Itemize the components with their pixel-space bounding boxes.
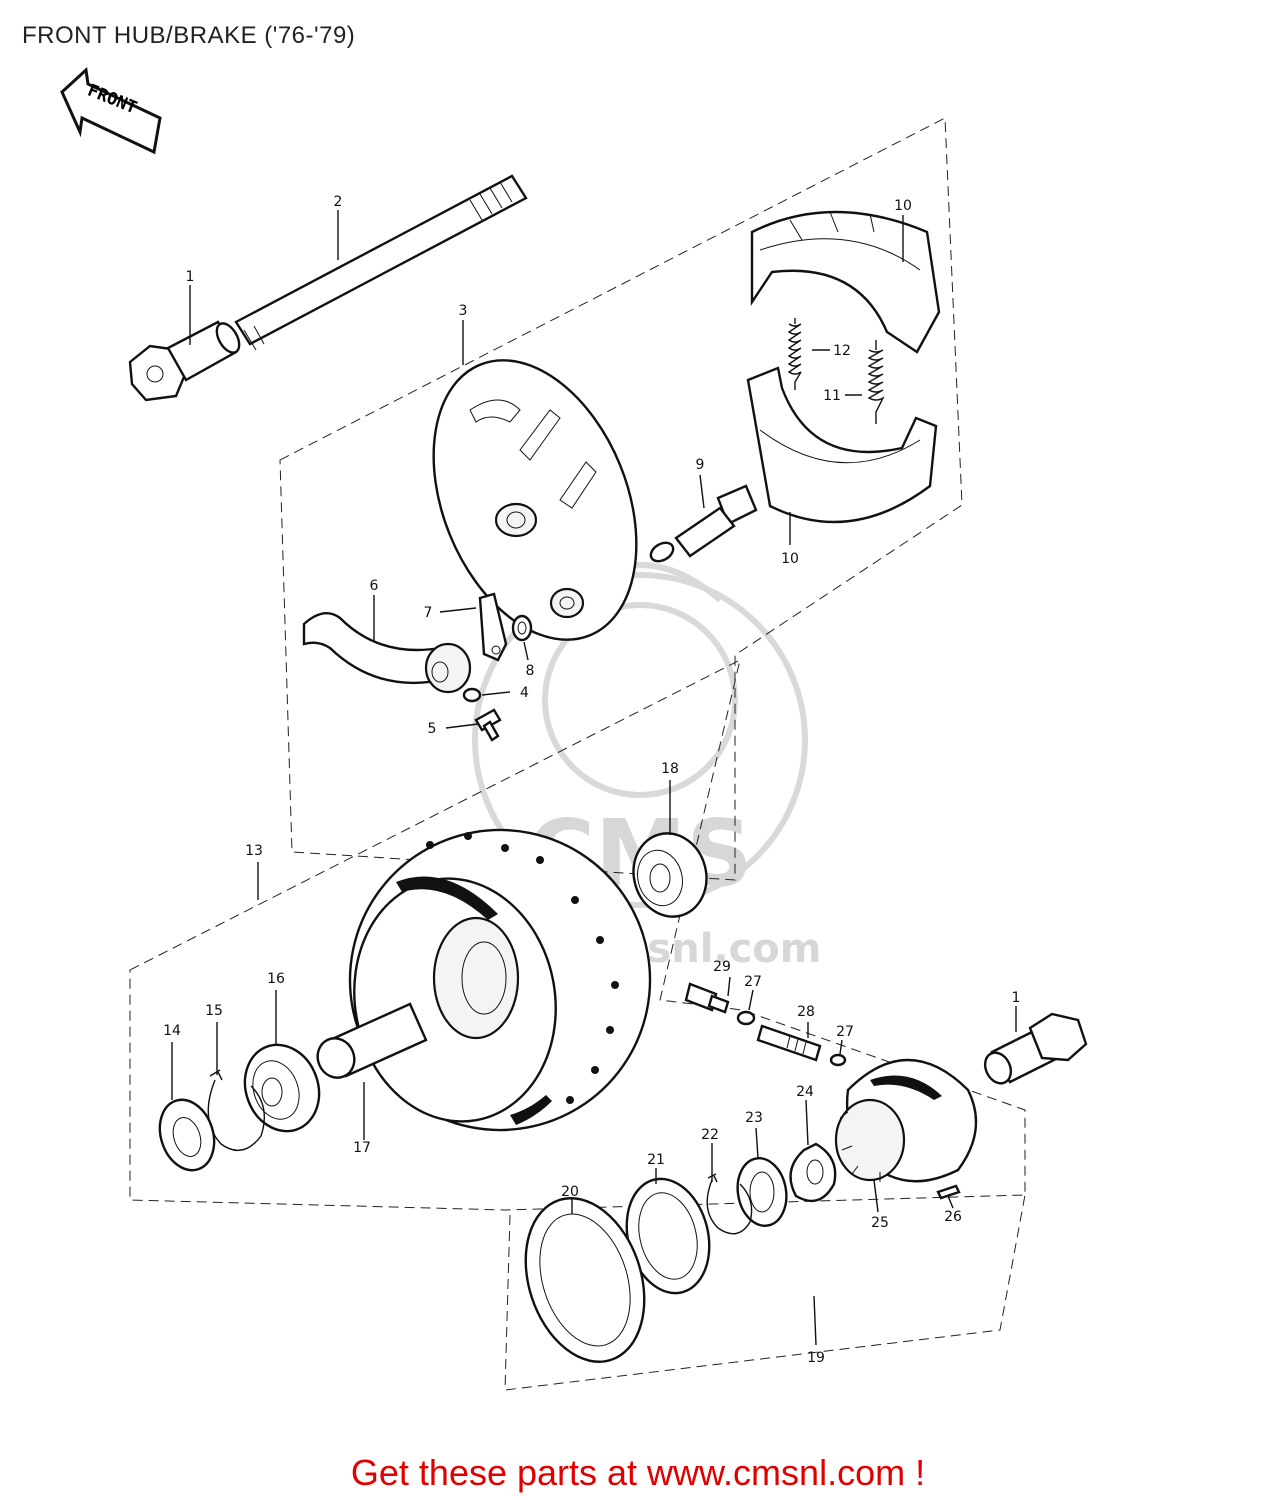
brake-cam-lever	[302, 612, 472, 694]
callout-9: 9	[696, 457, 705, 473]
wear-indicator	[478, 592, 508, 662]
lever-washer	[462, 687, 482, 703]
callout-18: 18	[661, 761, 679, 777]
callout-22: 22	[701, 1127, 719, 1143]
camshaft-seal	[511, 614, 533, 642]
call-to-action-link[interactable]: Get these parts at www.cmsnl.com !	[350, 1452, 926, 1493]
callout-6: 6	[370, 578, 379, 594]
callout-29: 29	[713, 959, 731, 975]
dust-ring-20	[524, 1197, 646, 1363]
speedometer-gear-housing	[834, 1058, 978, 1183]
callout-27-lower: 27	[836, 1024, 854, 1040]
callout-labels: 1 2 3 10 12 11 9 10 6 7 8 4 5 18 13 16 1…	[163, 194, 1020, 1366]
page-title: FRONT HUB/BRAKE ('76-'79)	[22, 22, 356, 49]
circlip-15	[207, 1069, 265, 1152]
callout-10-upper: 10	[894, 198, 912, 214]
oil-seal-14	[158, 1098, 216, 1172]
brake-panel	[432, 359, 638, 641]
axle	[234, 174, 528, 351]
callout-1-top: 1	[186, 269, 195, 285]
callout-4: 4	[520, 685, 529, 701]
speedometer-pinion	[756, 1024, 822, 1062]
spoke-holes	[426, 832, 619, 1104]
shoe-spring-12	[787, 318, 802, 390]
gear-housing-group-outline	[504, 1194, 1026, 1391]
callout-3: 3	[459, 303, 468, 319]
bearing-18	[632, 832, 708, 918]
callout-5: 5	[428, 721, 437, 737]
callout-7: 7	[424, 605, 433, 621]
callout-14: 14	[163, 1023, 181, 1039]
callout-21: 21	[647, 1152, 665, 1168]
tab-washer	[789, 1142, 837, 1203]
bearing-16	[243, 1043, 321, 1133]
front-hub	[348, 828, 652, 1132]
callout-12: 12	[833, 343, 851, 359]
callout-15: 15	[205, 1003, 223, 1019]
callout-13: 13	[245, 843, 263, 859]
brake-shoe-lower	[746, 366, 938, 524]
thrust-washer-27a	[736, 1010, 756, 1026]
callout-23: 23	[745, 1110, 763, 1126]
front-direction-arrow: FRONT	[60, 66, 162, 155]
callout-25: 25	[871, 1215, 889, 1231]
callout-27-upper: 27	[744, 974, 762, 990]
callout-17: 17	[353, 1140, 371, 1156]
callout-10-lower: 10	[781, 551, 799, 567]
callout-1-right: 1	[1012, 990, 1021, 1006]
lock-pin	[936, 1184, 961, 1200]
callout-19: 19	[807, 1350, 825, 1366]
callout-24: 24	[796, 1084, 814, 1100]
callout-16: 16	[267, 971, 285, 987]
hub-spacer	[316, 1002, 428, 1079]
callout-28: 28	[797, 1004, 815, 1020]
thrust-washer-27b	[829, 1053, 847, 1067]
callout-8: 8	[526, 663, 535, 679]
callout-26: 26	[944, 1209, 962, 1225]
brake-camshaft	[649, 484, 758, 563]
leader-lines	[171, 210, 1017, 1346]
speedometer-pinion-bushing	[684, 982, 730, 1014]
lever-bolt	[474, 708, 502, 742]
axle-bolt-right	[983, 1012, 1088, 1085]
washer-23	[736, 1157, 788, 1227]
brake-shoe-upper	[750, 210, 941, 354]
shoe-spring-11	[867, 340, 885, 424]
callout-11: 11	[823, 388, 841, 404]
axle-bolt-top	[128, 320, 241, 402]
callout-20: 20	[561, 1184, 579, 1200]
wheel-hub-group-outline	[129, 659, 1026, 1211]
callout-2: 2	[334, 194, 343, 210]
